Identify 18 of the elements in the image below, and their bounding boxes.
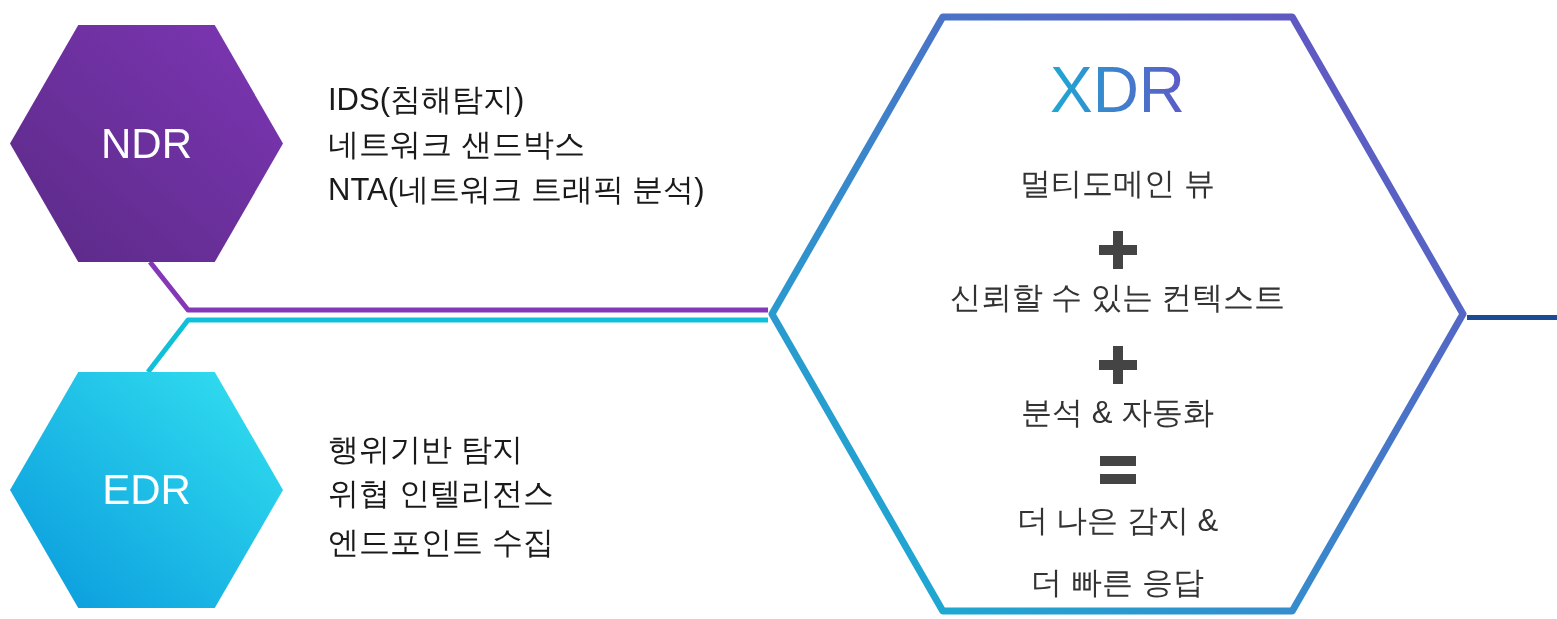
feature-text: 엔드포인트 수집 <box>328 524 554 562</box>
feature-text: 행위기반 탐지 <box>328 431 523 469</box>
hexagon-text: 더 나은 감지 & 더 빠른 응답 <box>1015 502 1220 602</box>
connector-line <box>146 317 768 374</box>
hexagon <box>10 372 283 608</box>
hexagon-text: 신뢰할 수 있는 컨텍스트 <box>948 278 1287 316</box>
feature-text: 네트워크 샌드박스 <box>328 126 585 164</box>
hexagon-text: 분석 & 자동화 <box>1020 393 1215 431</box>
feature-text: NTA(네트워크 트래픽 분석) <box>328 171 705 209</box>
hexagon <box>10 25 283 262</box>
hexagon-outline <box>768 13 1467 615</box>
hexagon-label: EDR <box>101 468 192 512</box>
connector-line <box>1467 315 1557 321</box>
feature-text: 위협 인텔리전스 <box>328 475 554 513</box>
feature-text: IDS(침해탐지) <box>328 81 525 119</box>
hexagon-label: NDR <box>100 121 193 166</box>
hexagon-text: 멀티도메인 뷰 <box>1019 164 1216 202</box>
connector-line <box>148 260 768 313</box>
